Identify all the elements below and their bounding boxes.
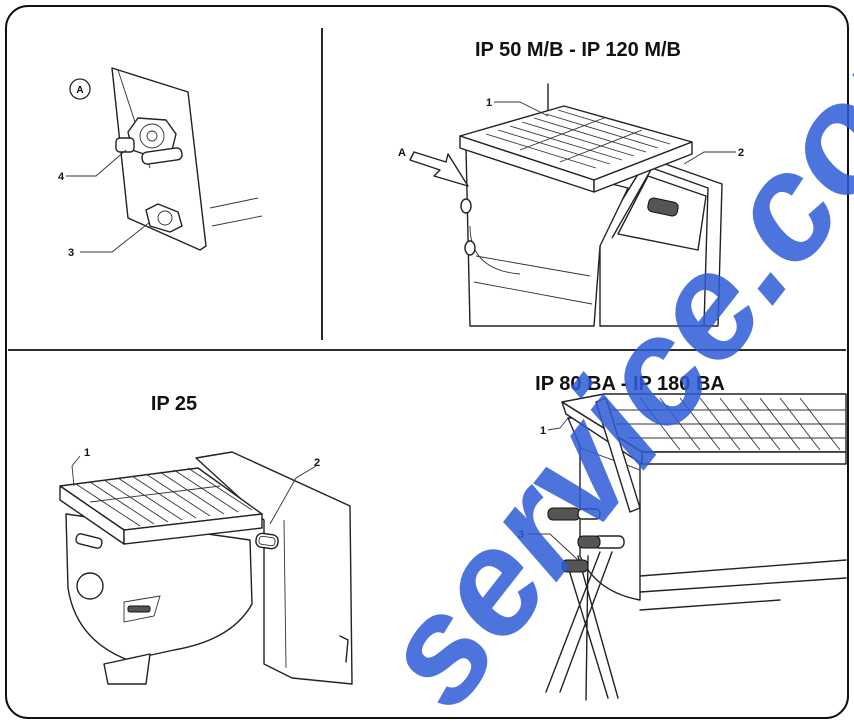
locking-knob xyxy=(145,203,183,233)
callout-4: 4 xyxy=(58,171,65,183)
ip25-side-port xyxy=(76,572,104,600)
watermark: service.com xyxy=(345,0,854,724)
ip80-pin-lower xyxy=(577,535,601,549)
ip80-panel: IP 80 BA - IP 180 BA 1 3 xyxy=(518,373,847,701)
detail-a-mark: A xyxy=(76,85,83,96)
ip80-callout-3: 3 xyxy=(518,529,524,541)
coupling-shaft xyxy=(115,137,135,153)
ip80-legs xyxy=(545,551,619,701)
ip25-callout-1: 1 xyxy=(84,447,90,459)
callout-3: 3 xyxy=(68,247,74,259)
arrow-a xyxy=(409,151,469,187)
ip25-bowl xyxy=(65,513,253,661)
coupling-housing xyxy=(127,117,177,157)
detail-a-panel: A 4 3 xyxy=(58,67,263,259)
ip80-frame-rail xyxy=(639,559,847,611)
coupling-pin xyxy=(141,147,183,165)
ip50-callout-1: 1 xyxy=(486,97,492,109)
ip50-control-button xyxy=(647,197,679,217)
ip50-panel: IP 50 M/B - IP 120 M/B A 1 2 xyxy=(398,39,744,327)
title-ip50: IP 50 M/B - IP 120 M/B xyxy=(475,39,681,61)
title-ip80: IP 80 BA - IP 180 BA xyxy=(535,373,725,395)
ip25-callout-2: 2 xyxy=(314,457,320,469)
ip80-callout-1: 1 xyxy=(540,425,546,437)
arrow-a-label: A xyxy=(398,147,406,159)
ip50-callout-2: 2 xyxy=(738,147,744,159)
ip25-switch xyxy=(255,532,279,550)
title-ip25: IP 25 xyxy=(151,393,197,415)
detail-a-mark-circle xyxy=(69,78,91,100)
figure-frame xyxy=(5,5,849,719)
ip25-panel: IP 25 1 2 xyxy=(59,393,353,685)
